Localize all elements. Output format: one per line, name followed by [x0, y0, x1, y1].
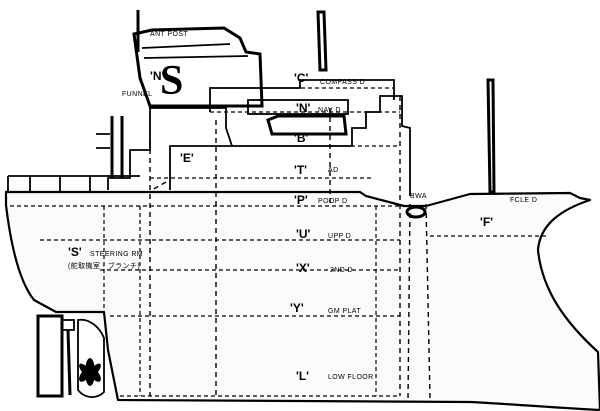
label-fcle: FCLE D [510, 197, 537, 204]
label-poop: POOP D [318, 198, 348, 205]
funnel-logo: S [160, 58, 183, 104]
superstructure-outline [107, 95, 411, 196]
shaft-line-5 [407, 203, 411, 401]
rudder-stock [61, 319, 75, 331]
label-compass-code: 'C' [294, 71, 309, 85]
label-steering: STEERING RM [90, 251, 143, 258]
label-low: LOW FLOOR [328, 374, 374, 381]
label-ant-post: ANT POST [150, 31, 188, 38]
label-boat-code: 'B' [294, 131, 309, 145]
label-gm-code: 'Y' [290, 301, 304, 315]
label-upp: UPP D [328, 233, 351, 240]
label-funnel-n: 'N' [150, 69, 165, 83]
label-second-code: 'X' [296, 261, 310, 275]
funnel-bands [141, 43, 249, 59]
main-mast [316, 10, 328, 72]
hull-outline [4, 190, 600, 411]
label-steering-code: 'S' [68, 245, 82, 259]
label-f-code: 'F' [480, 215, 493, 229]
label-ad: AD [328, 167, 339, 174]
label-steering-sub: (舵取機室・ブランチ) [68, 261, 140, 270]
aft-post-rails [96, 133, 110, 149]
funnel [132, 26, 264, 108]
rudder-post [66, 329, 72, 396]
wheelhouse [209, 79, 395, 112]
label-e-code: 'E' [180, 151, 194, 165]
label-nav-code: 'N' [296, 101, 311, 115]
label-upp-code: 'U' [296, 227, 311, 241]
fore-mast [486, 78, 496, 194]
anchor-pocket [405, 205, 427, 219]
label-bwa: BWA [410, 193, 427, 200]
stern-railing [7, 175, 140, 192]
label-nav: NAV D [318, 107, 341, 114]
label-second: 2ND D [330, 267, 353, 274]
stern-frame [77, 318, 105, 398]
lifeboat [266, 114, 348, 136]
rudder [36, 314, 64, 398]
label-poop-code: 'P' [294, 193, 308, 207]
label-funnel: FUNNEL [122, 91, 152, 98]
aft-post [110, 116, 124, 178]
label-low-code: 'L' [296, 369, 309, 383]
label-gm: GM PLAT [328, 308, 361, 315]
accommodation-block [169, 145, 232, 190]
label-ad-code: 'T' [294, 163, 307, 177]
e-marker-dash [151, 181, 167, 191]
label-compass: COMPASS D [320, 79, 365, 86]
propeller-icon [79, 358, 101, 386]
